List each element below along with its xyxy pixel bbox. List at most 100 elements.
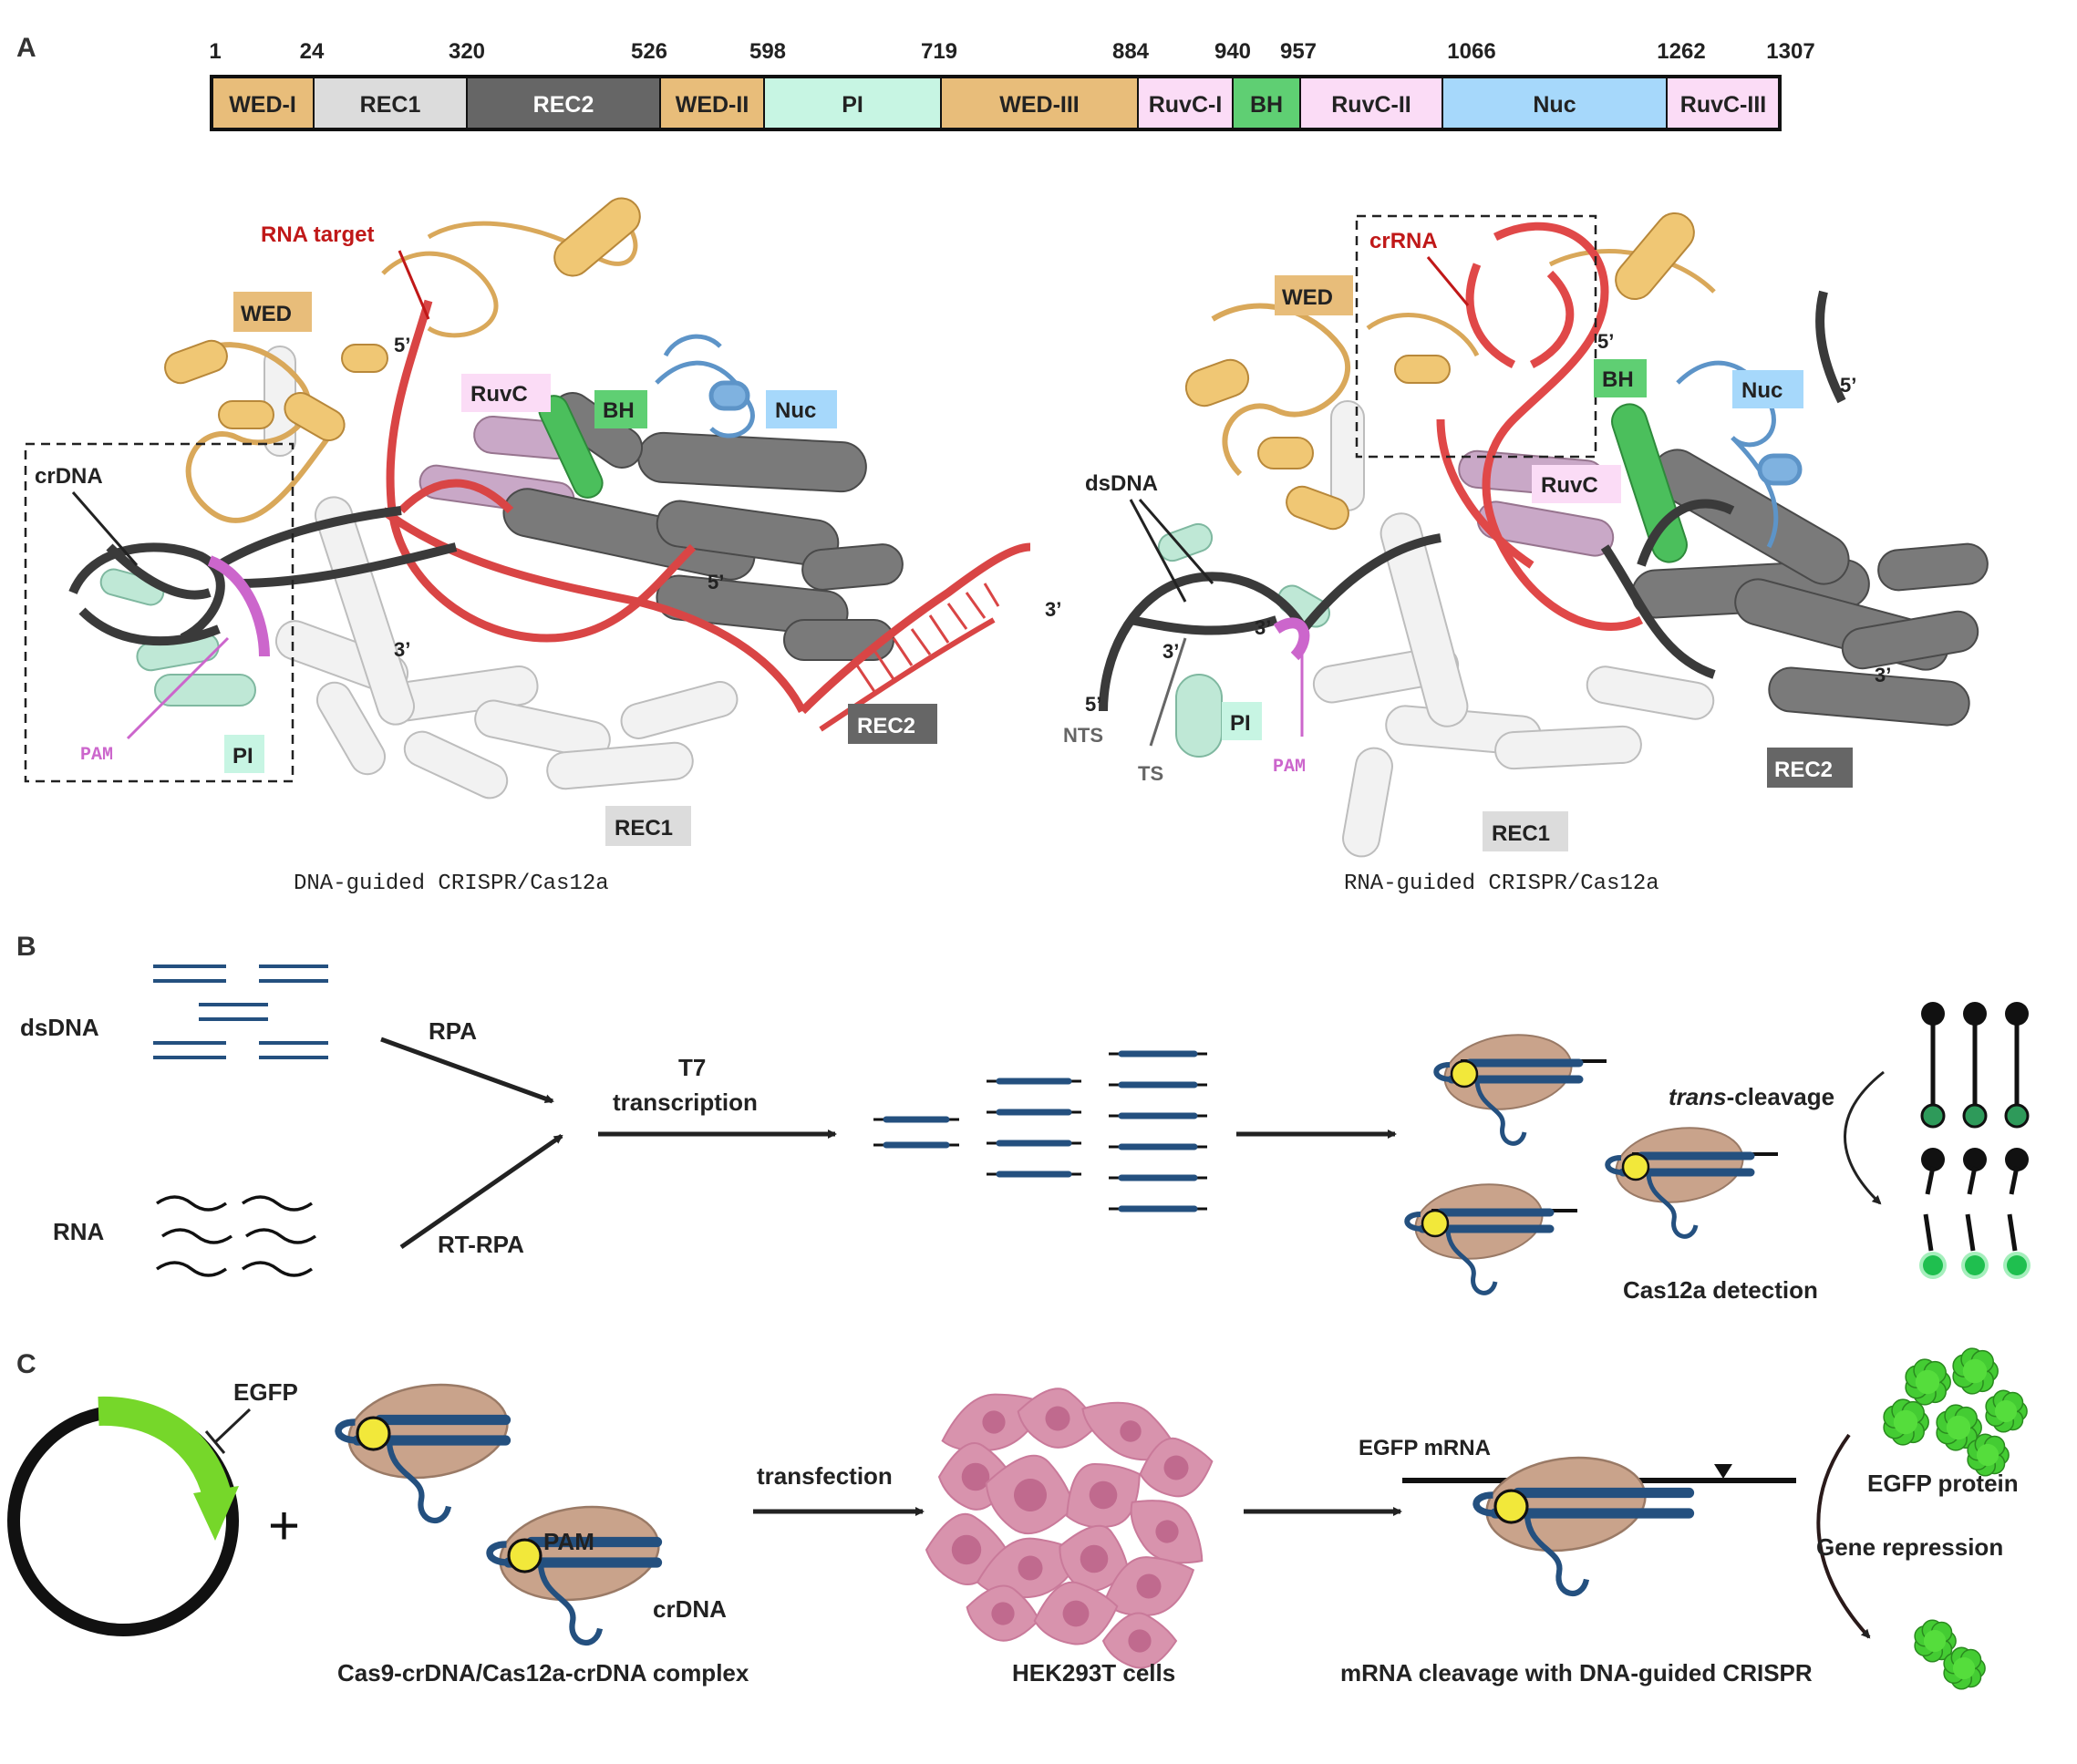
- left-ruvc-bg: [461, 374, 551, 412]
- cell: [1101, 1612, 1178, 1669]
- residue-position-label: 1066: [1447, 39, 1495, 64]
- left-label-3prime-left: 3’: [394, 638, 410, 661]
- right-wed-helices: [1184, 211, 1716, 531]
- left-caption: DNA-guided CRISPR/Cas12a: [294, 872, 609, 896]
- left-label-bh: BH: [603, 398, 635, 423]
- plus-sign: +: [268, 1495, 300, 1556]
- label-egfp: EGFP: [233, 1378, 298, 1406]
- left-rec1-bg: [605, 806, 691, 846]
- domain-segment: [940, 76, 1139, 130]
- left-crdna-helix: [68, 506, 458, 646]
- right-ts-pointer: [1149, 637, 1187, 747]
- left-label-5prime-mid: 5’: [708, 571, 724, 593]
- right-label-rec1: REC1: [1492, 821, 1550, 846]
- label-egfp-mrna: EGFP mRNA: [1359, 1436, 1491, 1460]
- label-rna: RNA: [53, 1218, 105, 1245]
- cas12a-complex-bottom: [1404, 1183, 1577, 1295]
- cas-crdna-complex-top: [335, 1383, 512, 1523]
- mrna-cleavage-complex: [1402, 1456, 1796, 1596]
- right-ruvc-bg: [1532, 465, 1621, 503]
- label-complex: Cas9-crDNA/Cas12a-crDNA complex: [337, 1659, 749, 1687]
- trans-cleavage-curve-arrow: [1844, 1070, 1885, 1205]
- left-structure: [68, 197, 1031, 799]
- left-rec2-helices: [502, 392, 904, 661]
- label-mrna-cleavage: mRNA cleavage with DNA-guided CRISPR: [1340, 1659, 1813, 1687]
- right-crrna-box: [1355, 214, 1597, 459]
- cell: [1033, 1581, 1119, 1645]
- domain-segment-label: RuvC-II: [1331, 92, 1411, 118]
- left-label-rna-target: RNA target: [261, 222, 374, 247]
- label-t7: T7: [678, 1054, 706, 1081]
- egfp-protein: [1967, 1433, 2010, 1477]
- label-gene-repression: Gene repression: [1816, 1533, 2003, 1561]
- intact-reporter: [2004, 1002, 2030, 1129]
- rt-rpa-arrow: [399, 1133, 563, 1250]
- amplified-dsdna-products: [873, 1050, 1207, 1212]
- right-rec2-bg: [1767, 748, 1853, 788]
- right-label-crrna: crRNA: [1369, 229, 1438, 253]
- left-nuc-loops: [655, 334, 755, 438]
- egfp-protein: [1936, 1404, 1982, 1451]
- egfp-protein: [1914, 1619, 1957, 1663]
- egfp-pointer: [204, 1408, 252, 1454]
- left-pi-bg: [224, 735, 264, 773]
- right-caption: RNA-guided CRISPR/Cas12a: [1344, 872, 1659, 896]
- egfp-arrowhead: [193, 1486, 239, 1541]
- domain-segment-label: REC2: [533, 92, 594, 118]
- cell: [1139, 1437, 1214, 1498]
- label-transcription: transcription: [613, 1088, 758, 1116]
- right-label-pi: PI: [1230, 711, 1251, 736]
- egfp-protein: [1905, 1358, 1951, 1406]
- cleaved-reporter: [1961, 1148, 1989, 1279]
- left-label-rec2: REC2: [857, 714, 915, 738]
- right-label-3prime-b: 3’: [1255, 616, 1271, 639]
- cell: [1102, 1556, 1195, 1617]
- cas-crdna-complex-bottom: [486, 1505, 663, 1645]
- intact-reporter: [1920, 1002, 1946, 1129]
- left-pam-pointer: [126, 636, 230, 740]
- residue-position-label: 884: [1112, 39, 1150, 64]
- right-crrna-pointer: [1426, 256, 1470, 306]
- dsdna-fragments: [153, 965, 328, 1059]
- right-dsdna-pointer-a: [1129, 499, 1187, 603]
- label-rt-rpa: RT-RPA: [438, 1231, 524, 1258]
- residue-position-label: 526: [631, 39, 667, 64]
- right-pi-bg: [1222, 702, 1262, 740]
- right-label-pam: PAM: [1273, 757, 1306, 778]
- left-label-nuc: Nuc: [775, 398, 816, 423]
- residue-position-label: 24: [300, 39, 325, 64]
- label-egfp-protein: EGFP protein: [1867, 1470, 2019, 1497]
- left-label-3prime-right: 3’: [1045, 598, 1061, 621]
- fluorescent-reporters: [1919, 1002, 2030, 1279]
- panel-c-letter: C: [16, 1349, 36, 1379]
- right-label-3prime-a: 3’: [1162, 640, 1179, 663]
- right-label-5prime-top: 5’: [1597, 330, 1614, 353]
- domain-segment: [1442, 76, 1668, 130]
- left-label-pam: PAM: [80, 745, 113, 766]
- cas-crdna-complexes: [335, 1383, 663, 1645]
- label-dsdna: dsDNA: [20, 1014, 99, 1041]
- left-wed-helices: [164, 197, 641, 523]
- right-dsdna-pointer-b: [1138, 499, 1214, 584]
- intact-reporter: [1962, 1002, 1988, 1129]
- cell: [1066, 1462, 1141, 1529]
- right-label-5prime-right: 5’: [1840, 374, 1856, 397]
- panel-a-letter: A: [16, 33, 36, 63]
- left-wed-bg: [233, 292, 312, 332]
- domain-segment-label: Nuc: [1533, 92, 1576, 118]
- label-transfection: transfection: [757, 1462, 893, 1490]
- right-structure: [1099, 211, 1989, 858]
- left-label-5prime-top: 5’: [394, 334, 410, 356]
- egfp-protein-clusters: [1883, 1347, 2028, 1690]
- domain-segment-label: WED-II: [676, 92, 749, 118]
- cas12a-complex-top: [1433, 1034, 1607, 1146]
- residue-position-label: 1307: [1766, 39, 1814, 64]
- label-crdna: crDNA: [653, 1595, 727, 1623]
- cleaved-reporter: [2003, 1148, 2030, 1279]
- label-pam: PAM: [543, 1528, 594, 1555]
- left-pam-strand: [207, 555, 270, 657]
- residue-position-label: 719: [921, 39, 957, 64]
- left-nuc-bg: [766, 390, 837, 428]
- left-bh-bg: [594, 390, 647, 428]
